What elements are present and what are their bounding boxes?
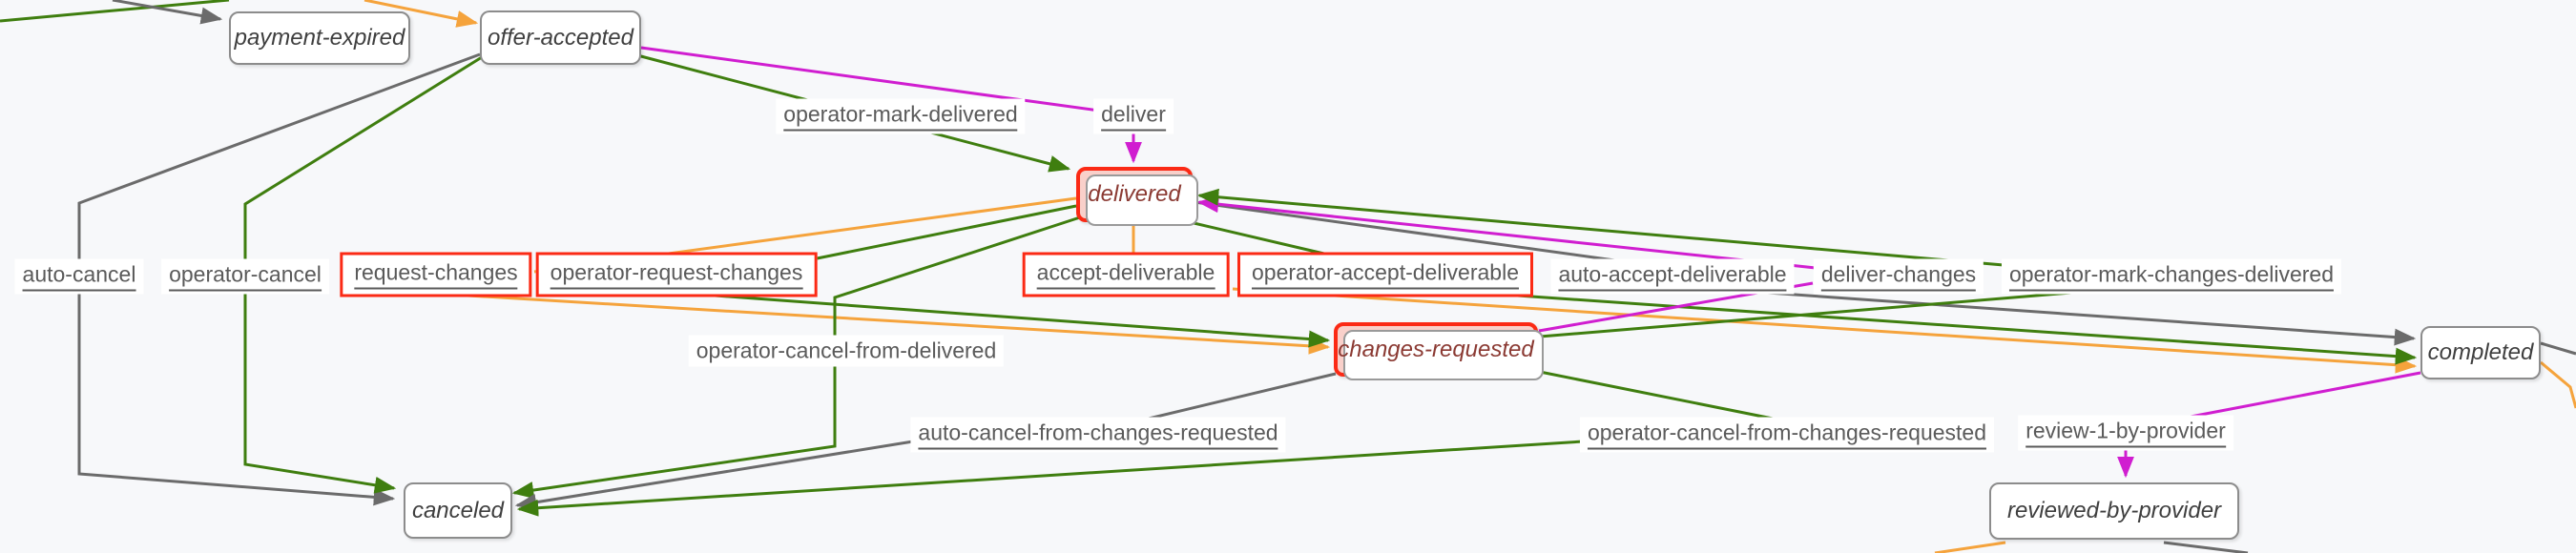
transition-label-text: deliver xyxy=(1101,102,1166,132)
edge-operator-cancel-from-delivered-edge xyxy=(511,215,1081,499)
state-node-label: offer-accepted xyxy=(488,24,634,51)
edge-operator-cancel-from-cr-seg-b xyxy=(516,440,1584,517)
transition-label-text: operator-request-changes xyxy=(550,260,803,290)
state-node-delivered: delivered xyxy=(1076,167,1198,226)
transition-label-text: deliver-changes xyxy=(1820,262,1977,292)
transition-label-auto-cancel[interactable]: auto-cancel xyxy=(14,258,144,295)
state-node-label: canceled xyxy=(411,497,505,523)
transition-label-review-1-by-provider[interactable]: review-1-by-provider xyxy=(2018,415,2233,451)
transition-label-text: review-1-by-provider xyxy=(2025,419,2226,448)
transition-label-operator-cancel[interactable]: operator-cancel xyxy=(161,258,329,295)
transition-label-accept-deliverable[interactable]: accept-deliverable xyxy=(1022,252,1230,297)
edge-operator-request-changes-segment-b xyxy=(688,292,1331,348)
transition-label-operator-mark-delivered[interactable]: operator-mark-delivered xyxy=(776,98,1026,134)
edge-to-offer-accepted-accept xyxy=(364,0,479,28)
transition-label-text: accept-deliverable xyxy=(1036,260,1215,290)
transition-label-text: operator-cancel-from-delivered xyxy=(696,338,997,363)
edge-to-payment-expired xyxy=(112,0,223,25)
edge-review-1-by-provider-seg-a xyxy=(2190,371,2421,419)
state-node-changes-requested: changes-requested xyxy=(1334,322,1544,380)
transition-label-text: operator-cancel xyxy=(169,262,322,292)
state-node-offer-accepted: offer-accepted xyxy=(480,10,641,65)
edge-auto-accept-deliverable-segment-b xyxy=(1672,284,2417,346)
edge-auto-cancel-to-canceled xyxy=(77,52,481,506)
transition-label-auto-cancel-from-changes-requested[interactable]: auto-cancel-from-changes-requested xyxy=(910,417,1286,453)
transition-label-auto-accept-deliverable[interactable]: auto-accept-deliverable xyxy=(1550,258,1795,295)
edge-completed-exit-gray xyxy=(2540,341,2576,356)
state-node-payment-expired: payment-expired xyxy=(229,11,410,65)
transition-label-deliver[interactable]: deliver xyxy=(1093,98,1174,134)
state-node-label: reviewed-by-provider xyxy=(2006,498,2222,523)
transition-label-text: auto-cancel xyxy=(22,262,136,292)
state-node-completed: completed xyxy=(2420,326,2541,379)
transition-label-text: auto-cancel-from-changes-requested xyxy=(918,420,1278,450)
edge-operator-accept-deliverable-segment-b xyxy=(1489,292,2418,365)
edge-request-changes-segment-b xyxy=(435,292,1331,355)
state-node-canceled: canceled xyxy=(404,482,512,539)
transition-label-text: auto-accept-deliverable xyxy=(1558,262,1787,292)
transition-label-text: operator-mark-changes-delivered xyxy=(2008,262,2335,292)
edge-deliver-changes-segment-b xyxy=(1196,195,1817,270)
edge-operator-mark-changes-delivered-seg-b xyxy=(1196,188,2005,267)
state-node-label: completed xyxy=(2427,339,2534,365)
transition-label-deliver-changes[interactable]: deliver-changes xyxy=(1813,258,1984,295)
edge-operator-accept-deliverable-segment-a xyxy=(1189,220,1329,256)
transition-label-request-changes[interactable]: request-changes xyxy=(340,252,532,297)
edge-reviewed-exit-gray xyxy=(2163,541,2249,553)
transition-label-operator-accept-deliverable[interactable]: operator-accept-deliverable xyxy=(1237,252,1533,297)
transition-label-text: operator-cancel-from-changes-requested xyxy=(1587,420,1987,450)
transition-label-text: operator-accept-deliverable xyxy=(1252,260,1519,290)
transition-label-operator-cancel-from-delivered: operator-cancel-from-delivered xyxy=(688,335,1005,367)
state-node-reviewed-by-provider: reviewed-by-provider xyxy=(1989,482,2239,540)
edge-completed-exit-orange xyxy=(2540,360,2576,409)
transition-label-operator-cancel-from-changes-requested[interactable]: operator-cancel-from-changes-requested xyxy=(1579,417,1995,453)
edge-reviewed-exit-orange xyxy=(1934,541,2006,553)
edge-auto-cancel-from-changes-requested-seg-b xyxy=(514,440,914,511)
state-node-label: payment-expired xyxy=(234,25,405,51)
edge-accept-deliverable-segment-b xyxy=(1232,287,2418,374)
edge-operator-cancel-to-canceled xyxy=(243,55,483,494)
transition-label-operator-request-changes[interactable]: operator-request-changes xyxy=(535,252,818,297)
transition-label-operator-mark-changes-delivered[interactable]: operator-mark-changes-delivered xyxy=(2001,258,2342,295)
transition-label-text: request-changes xyxy=(354,260,518,290)
edge-incoming-green-top-left xyxy=(0,0,230,23)
edge-auto-accept-deliverable-segment-a xyxy=(1194,200,1671,270)
edge-operator-cancel-from-cr-seg-a xyxy=(1539,370,1783,422)
transition-label-text: operator-mark-delivered xyxy=(783,102,1018,132)
state-node-label: changes-requested xyxy=(1338,336,1534,362)
state-node-label: delivered xyxy=(1088,181,1181,207)
